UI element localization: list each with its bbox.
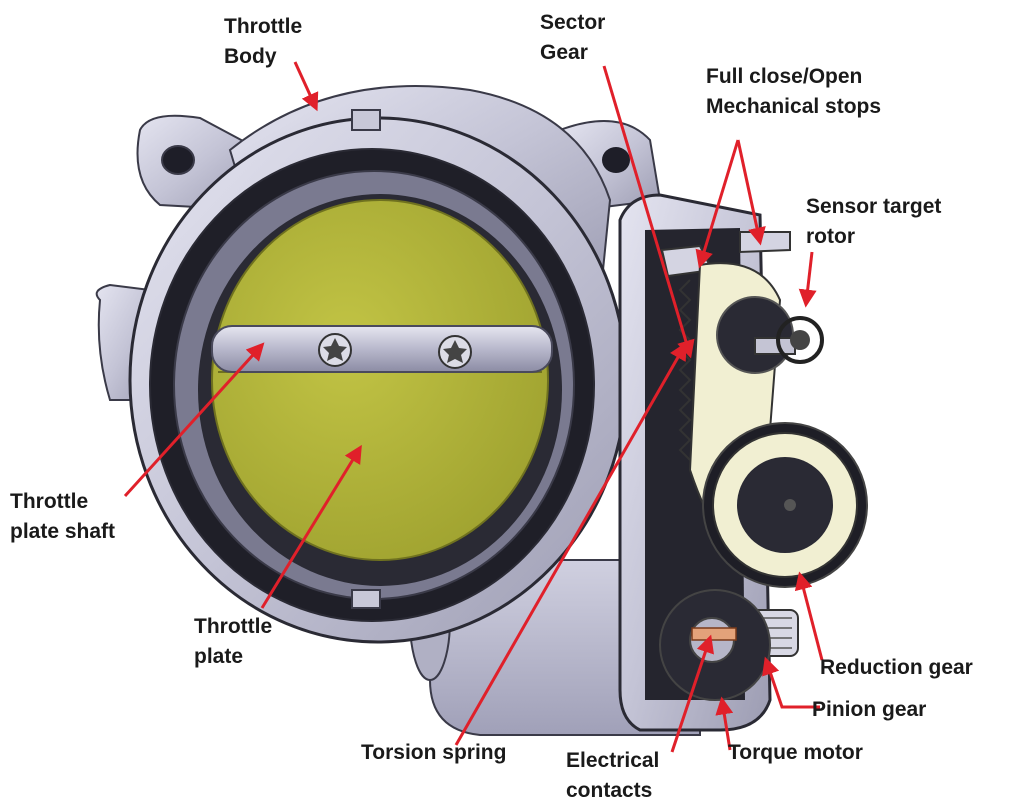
arrow-sensor-rotor: [798, 251, 817, 308]
label-throttle-plate-line1: Throttle: [194, 615, 273, 638]
callout-arrows: [123, 61, 824, 753]
arrow-torque-motor: [715, 696, 734, 751]
label-pinion-gear: Pinion gear: [812, 698, 927, 721]
label-sensor-rotor-line2: rotor: [806, 225, 855, 248]
label-throttle-plate-shaft: Throttle plate shaft: [10, 487, 115, 547]
label-electrical-contacts: Electrical contacts: [566, 746, 659, 806]
label-mechanical-stops-line2: Mechanical stops: [706, 95, 882, 118]
label-sector-gear: Sector Gear: [540, 8, 605, 68]
motor-face: [659, 589, 771, 701]
arrow-reduction-gear: [794, 571, 824, 661]
arrow-throttle-plate: [260, 444, 362, 609]
label-mechanical-stops-line1: Full close/Open: [706, 65, 863, 88]
label-sector-gear-line2: Gear: [540, 41, 588, 64]
label-throttle-plate-line2: plate: [194, 645, 244, 668]
label-sector-gear-line1: Sector: [540, 11, 606, 34]
sensor-target-rotor: [754, 316, 824, 364]
label-plate-shaft-line1: Throttle: [10, 490, 89, 513]
throttle-shaft: [211, 325, 553, 373]
label-throttle-plate: Throttle plate: [194, 612, 272, 672]
arrow-pinion-gear: [762, 656, 820, 709]
arrow-stop-right: [736, 139, 766, 246]
arrow-throttle-body: [293, 61, 319, 112]
label-torsion-spring: Torsion spring: [361, 741, 507, 764]
label-reduction-gear: Reduction gear: [820, 656, 973, 679]
arrow-plate-shaft: [123, 342, 265, 498]
arrow-stop-left: [695, 139, 740, 269]
label-mechanical-stops: Full close/Open Mechanical stops: [706, 62, 881, 122]
label-torque-motor: Torque motor: [728, 741, 863, 764]
arrow-torsion-spring: [454, 341, 687, 746]
label-electrical-contacts-line1: Electrical: [566, 749, 660, 772]
reduction-gear-illustration: [702, 422, 868, 588]
label-electrical-contacts-line2: contacts: [566, 779, 653, 802]
throttle-plate-disc: [211, 199, 549, 561]
label-sensor-target-rotor: Sensor target rotor: [806, 192, 941, 252]
label-throttle-body: Throttle Body: [224, 12, 302, 72]
label-throttle-body-line2: Body: [224, 45, 277, 68]
arrow-sector-gear: [602, 65, 695, 359]
label-plate-shaft-line2: plate shaft: [10, 520, 116, 543]
label-throttle-body-line1: Throttle: [224, 15, 303, 38]
label-sensor-rotor-line1: Sensor target: [806, 195, 942, 218]
arrow-electrical-contacts: [670, 634, 714, 753]
